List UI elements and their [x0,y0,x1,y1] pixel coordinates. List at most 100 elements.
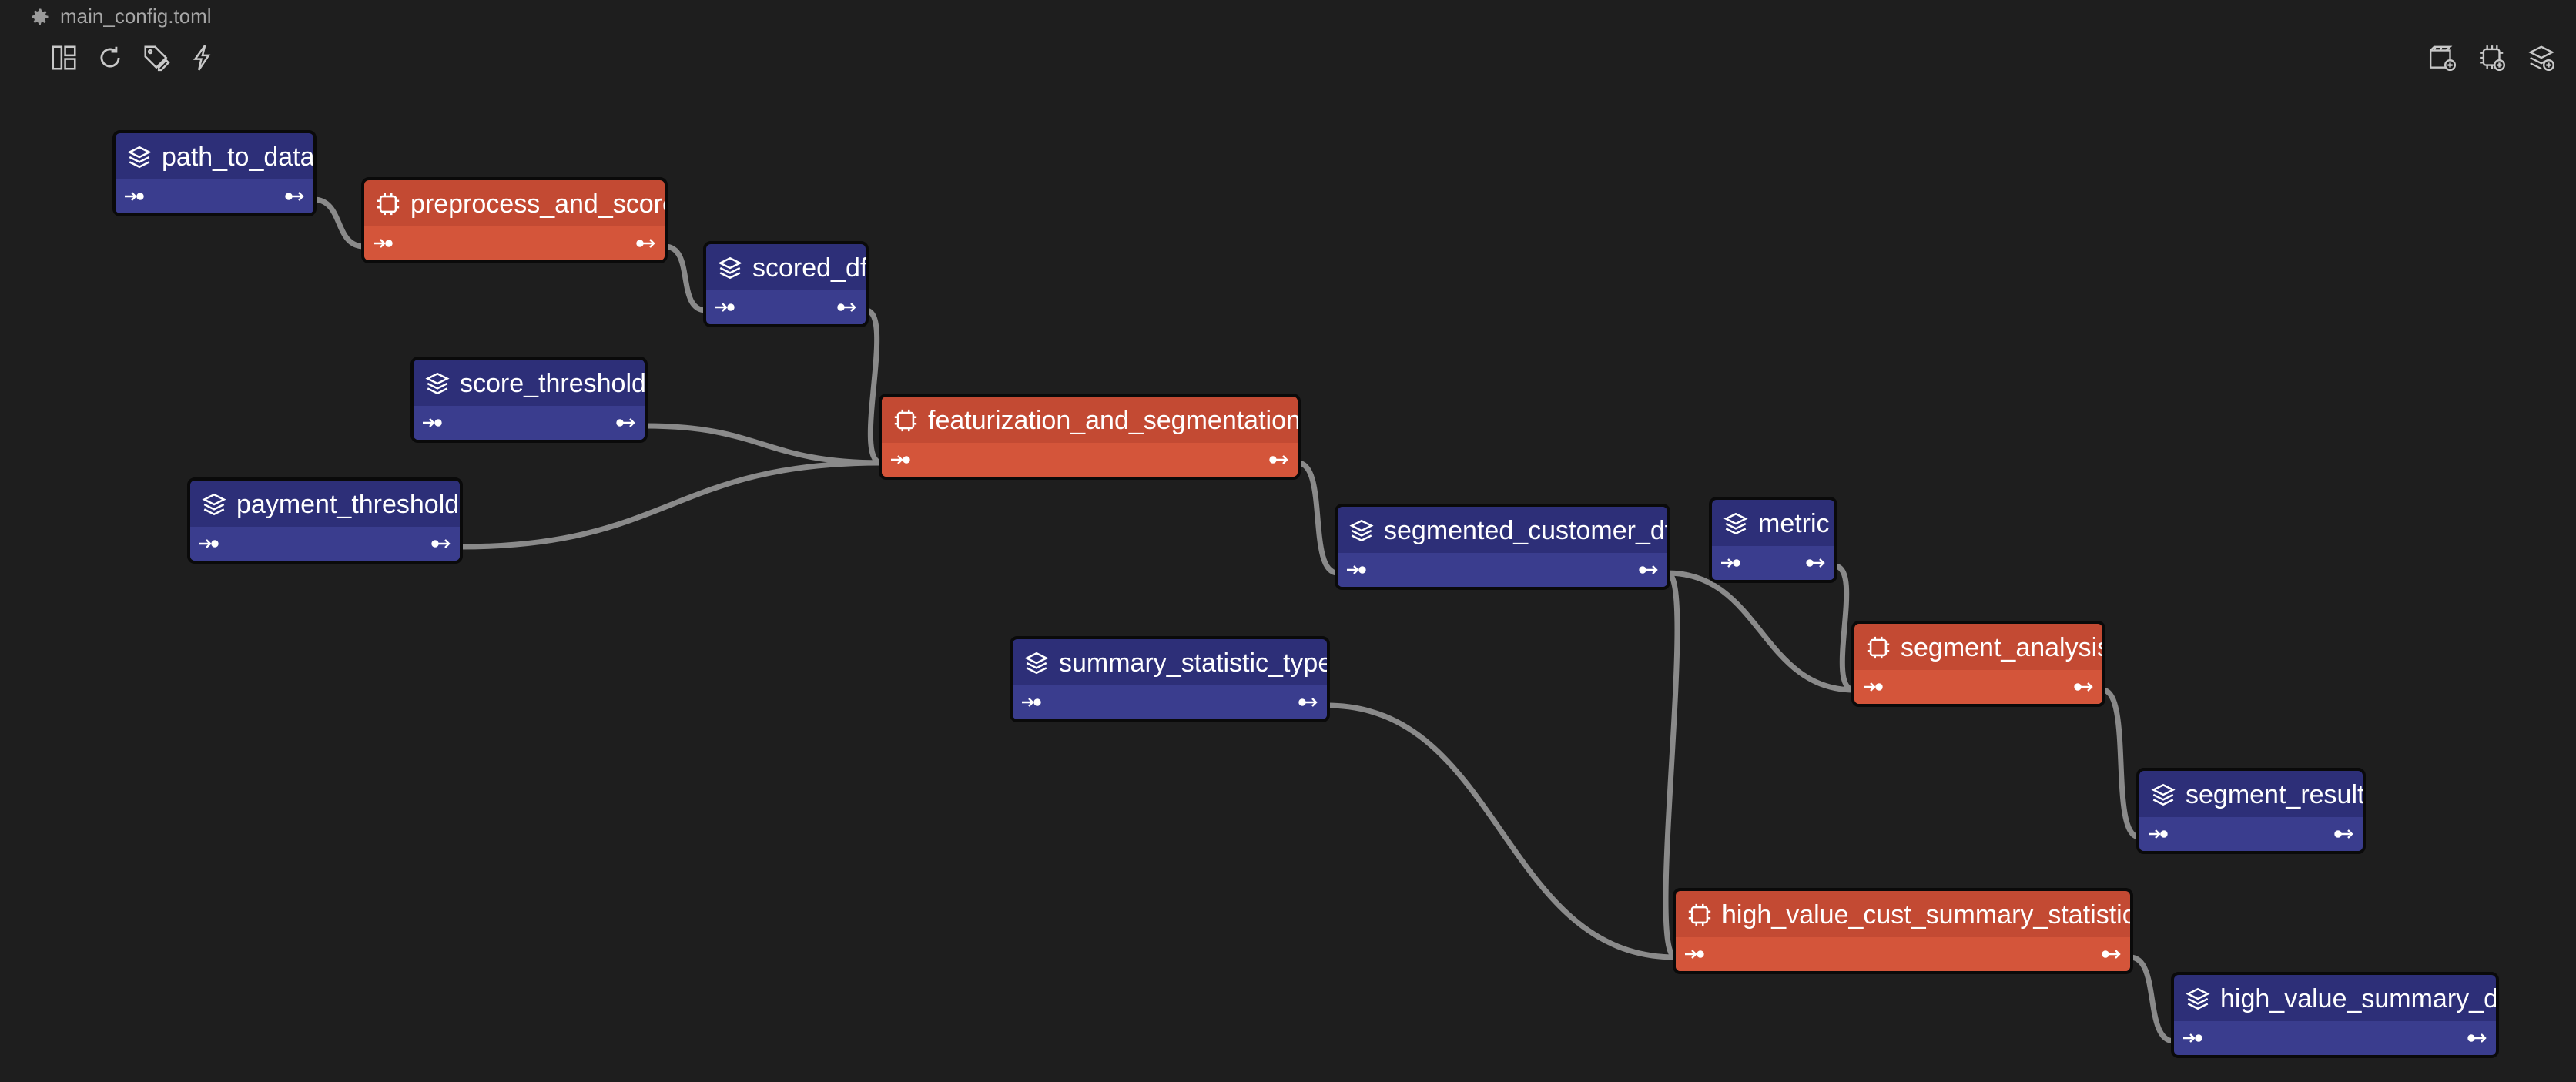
output-port[interactable] [430,535,452,552]
output-port[interactable] [615,414,637,431]
output-port-icon [837,303,856,312]
layers-icon [1723,512,1748,535]
node-label: scored_df [752,253,868,283]
output-port-icon [616,418,635,427]
function-node-featurization-and-segmentation[interactable]: featurization_and_segmentation [879,394,1301,480]
input-port[interactable] [714,299,735,316]
edge-payment_threshold-to-featurization_and_segmentation [457,460,885,550]
cpu-icon [1688,903,1711,926]
input-port-icon [199,539,219,548]
function-node-preprocess-and-score[interactable]: preprocess_and_score [361,177,668,263]
input-port[interactable] [372,235,394,252]
node-label: high_value_cust_summary_statistics [1722,899,2133,930]
input-port-icon [125,192,144,201]
output-port-icon [1298,698,1318,707]
layers-icon [2151,783,2176,806]
input-port-icon [715,303,735,312]
gear-icon [32,8,49,25]
edge-segmented_customer_df-to-segment_analysis [1664,570,1857,693]
function-node-segment-analysis[interactable]: segment_analysis [1851,621,2105,707]
data-node-summary-statistic-type[interactable]: summary_statistic_type [1010,636,1330,722]
output-port[interactable] [1805,554,1827,571]
node-label: featurization_and_segmentation [928,405,1301,435]
node-label: metric [1758,508,1830,538]
edge-preprocess_and_score-to-scored_df [662,243,709,313]
edge-score_threshold-to-featurization_and_segmentation [641,423,885,466]
lightning-icon [193,45,211,71]
edge-summary_statistic_type-to-high_value_cust_summary_statistics [1324,702,1679,960]
node-label: preprocess_and_score [410,189,668,219]
output-port-icon [431,539,451,548]
data-node-segment-result[interactable]: segment_result [2136,768,2366,854]
input-port-icon [1864,682,1883,692]
output-port[interactable] [836,299,858,316]
add-data-button[interactable] [2524,40,2559,75]
output-port[interactable] [635,235,657,252]
input-port[interactable] [1862,678,1884,695]
input-port[interactable] [421,414,443,431]
layers-icon [127,146,152,169]
input-port[interactable] [2147,826,2169,842]
output-port[interactable] [2101,946,2122,963]
output-port[interactable] [2467,1030,2488,1047]
input-port-icon [2183,1033,2202,1043]
refresh-icon [100,46,120,68]
input-port[interactable] [889,451,911,468]
add-scene-icon [2429,45,2457,72]
data-node-payment-threshold[interactable]: payment_threshold [187,477,463,564]
output-port[interactable] [2333,826,2355,842]
node-label: score_threshold [460,368,646,398]
output-port-icon [285,192,304,201]
node-label: path_to_data [162,142,315,172]
input-port-icon [1721,558,1740,568]
layers-icon [1024,652,1049,675]
layout-button[interactable] [46,40,82,75]
output-port-icon [1269,455,1288,464]
input-port[interactable] [2182,1030,2203,1047]
layers-icon [2186,987,2210,1010]
input-port[interactable] [1720,554,1741,571]
output-port[interactable] [1268,451,1290,468]
input-port[interactable] [123,188,145,205]
output-port-icon [1639,565,1658,574]
input-port-icon [374,239,393,248]
data-node-scored-df[interactable]: scored_df [703,241,869,327]
input-port[interactable] [1345,561,1367,578]
node-label: segment_result [2186,779,2365,809]
data-node-metric[interactable]: metric [1709,497,1837,583]
input-port-icon [423,418,442,427]
input-port[interactable] [1683,946,1705,963]
input-port-icon [1347,565,1366,574]
output-port[interactable] [2073,678,2095,695]
refresh-button[interactable] [92,40,128,75]
layout-icon [52,45,76,70]
layers-icon [718,256,742,280]
data-node-score-threshold[interactable]: score_threshold [410,357,648,443]
output-port[interactable] [1298,694,1319,711]
file-title: main_config.toml [29,5,212,28]
toolbar-right [2425,40,2559,75]
run-button[interactable] [185,40,220,75]
cpu-icon [894,409,917,432]
output-port-icon [2334,829,2353,839]
function-node-high-value-cust-summary-statistics[interactable]: high_value_cust_summary_statistics [1673,888,2133,974]
add-function-button[interactable] [2474,40,2510,75]
data-node-segmented-customer-df[interactable]: segmented_customer_df [1335,504,1670,590]
input-port[interactable] [198,535,219,552]
node-label: segment_analysis [1901,632,2105,662]
edge-path_to_data-to-preprocess_and_score [310,196,367,250]
edge-featurization_and_segmentation-to-segmented_customer_df [1295,460,1341,576]
layers-icon [425,372,450,395]
data-node-high-value-summary-df[interactable]: high_value_summary_df [2171,972,2499,1058]
tag-edit-icon [144,45,170,72]
output-port[interactable] [284,188,306,205]
tag-edit-button[interactable] [139,40,174,75]
add-scene-button[interactable] [2425,40,2460,75]
output-port[interactable] [1638,561,1660,578]
input-port[interactable] [1020,694,1042,711]
node-label: segmented_customer_df [1384,515,1670,545]
input-port-icon [1685,950,1704,959]
data-node-path-to-data[interactable]: path_to_data [112,130,317,216]
input-port-icon [1022,698,1041,707]
